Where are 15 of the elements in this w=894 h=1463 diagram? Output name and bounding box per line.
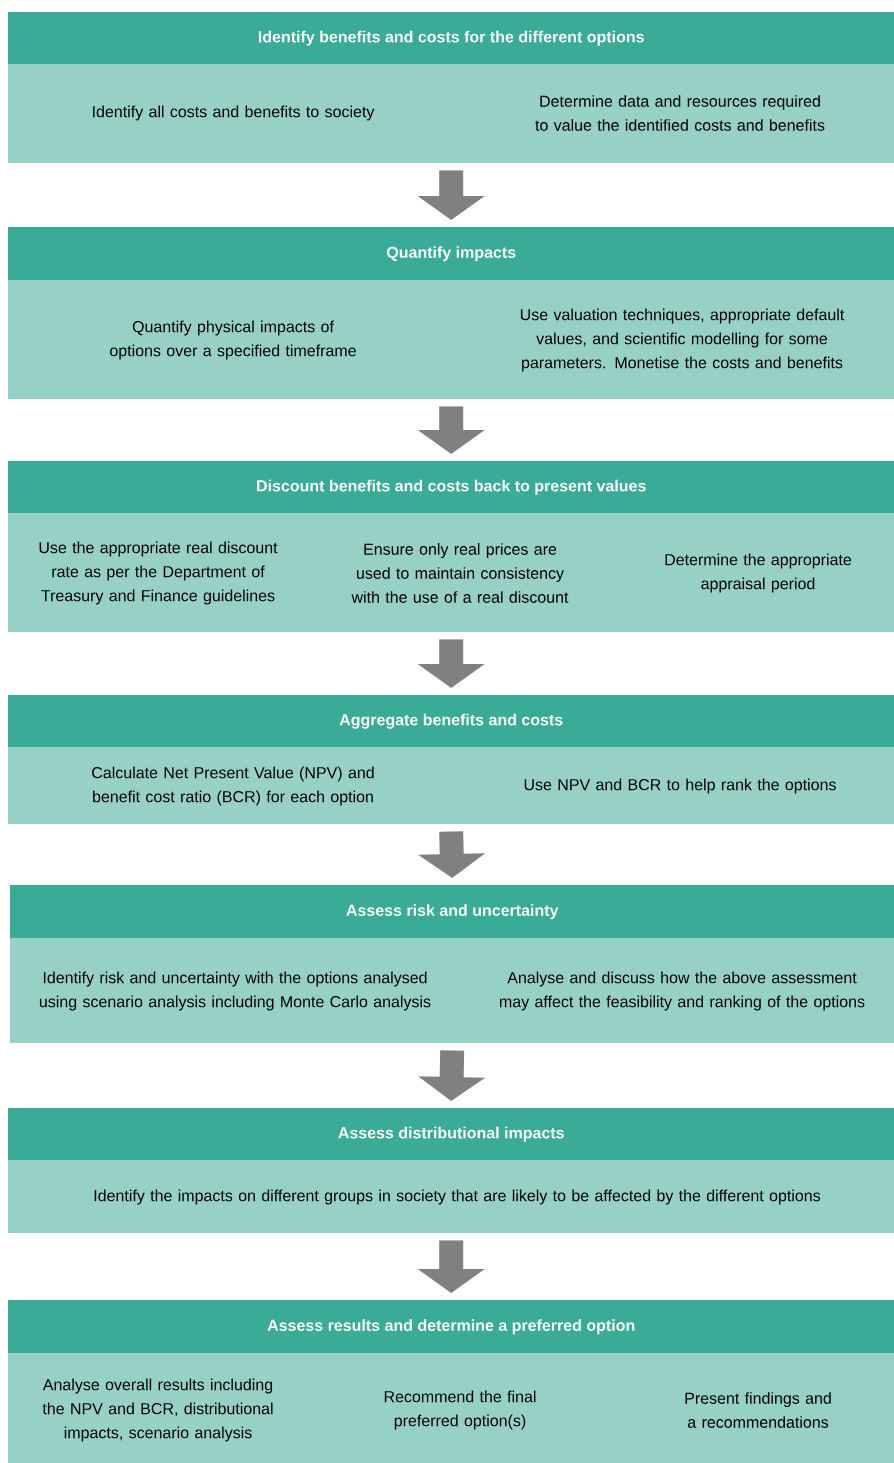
step-text: Present findings and a recommendations xyxy=(685,1392,831,1428)
step-text: Identify the impacts on different groups in society that are likely to be affected by the different options xyxy=(94,1189,821,1205)
step-text: Use NPV and BCR to help rank the options xyxy=(524,778,836,794)
step-text: Analyse and discuss how the above assessment may affect the feasibility and ranking of the options xyxy=(500,971,865,1011)
step-text: Use the appropriate real discount rate as per the Department of Treasury and Finance guidelines xyxy=(39,541,278,605)
step-text: Quantify physical impacts of options over a specified timeframe xyxy=(110,320,356,360)
step-text: Use valuation techniques, appropriate default values, and scientific modelling for some parameters. Monetise the costs and benefits xyxy=(520,308,845,372)
step-text: Identify risk and uncertainty with the options analysed using scenario analysis including Monte Carlo analysis xyxy=(39,971,431,1011)
step-text: Determine data and resources required to value the identified costs and benefits xyxy=(535,95,825,131)
step-text: Ensure only real prices are used to maintain consistency with the use of a real discount xyxy=(351,543,569,603)
step-text: Identify all costs and benefits to society xyxy=(93,105,375,121)
step-text: Determine the appropriate appraisal period xyxy=(665,553,852,593)
step-text: Recommend the final preferred option(s) xyxy=(384,1390,536,1430)
step-text: Analyse overall results including the NPV and BCR, distributional impacts, scenario analysis xyxy=(42,1378,273,1442)
step-text: Calculate Net Present Value (NPV) and benefit cost ratio (BCR) for each option xyxy=(92,766,374,806)
